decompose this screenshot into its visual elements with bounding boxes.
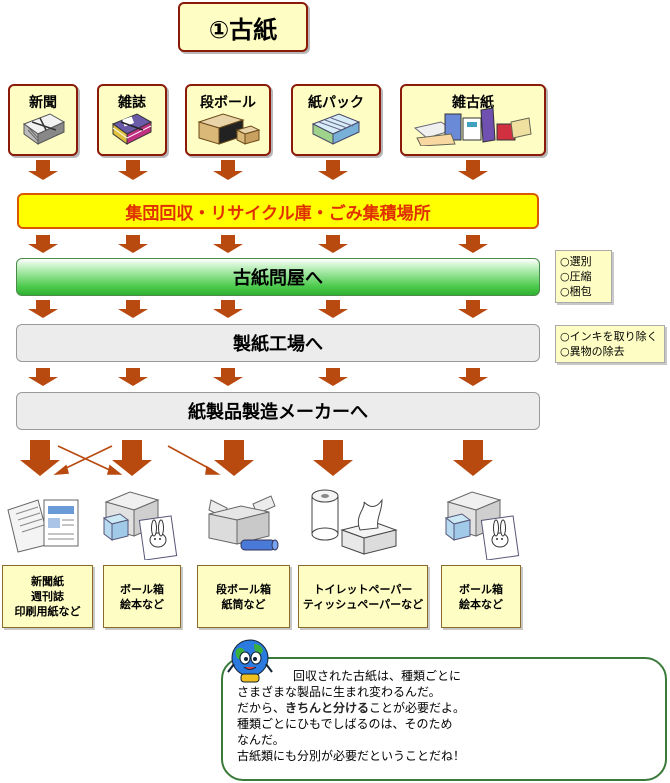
product-box-board-box: ボール箱 絵本など	[103, 565, 181, 628]
category-mixed-paper: 雑古紙	[400, 84, 546, 156]
newspaper-stack-icon	[20, 108, 66, 150]
note-line: ○インキを取り除く	[560, 330, 658, 343]
newspaper-icon	[4, 490, 84, 556]
milk-carton-stack-icon	[309, 108, 363, 150]
message-line: 種類ごとにひもでしばるのは、そのため	[237, 717, 453, 731]
product-line: 絵本など	[120, 597, 164, 611]
arrow-down	[313, 440, 353, 476]
product-line: 絵本など	[459, 597, 503, 611]
paper-wholesaler-bar: 古紙問屋へ	[16, 258, 540, 296]
category-newspaper: 新聞	[8, 84, 78, 156]
category-label: 新聞	[29, 95, 57, 111]
arrow-down	[458, 235, 488, 253]
product-line: 印刷用紙など	[14, 605, 81, 618]
cardboard-box-icon	[193, 108, 263, 150]
message-segment: ことが必要だよ。	[369, 701, 466, 715]
product-line: ボール箱	[120, 582, 164, 596]
arrow-down	[213, 235, 243, 253]
arrow-down	[318, 160, 348, 180]
arrow-down	[112, 440, 152, 476]
paper-product-maker-bar: 紙製品製造メーカーへ	[16, 392, 540, 430]
arrow-down	[28, 368, 58, 386]
category-label: 紙パック	[308, 95, 364, 111]
product-line: ボール箱	[459, 582, 503, 596]
product-box-toilet-paper: トイレットペーパー ティッシュペーパーなど	[298, 565, 428, 628]
arrow-down	[28, 235, 58, 253]
product-line: トイレットペーパー	[313, 582, 413, 596]
earth-mascot-icon	[226, 636, 274, 686]
collection-points-bar: 集団回収・リサイクル庫・ごみ集積場所	[17, 193, 539, 229]
message-line: 古紙類にも分別が必要だということだね！	[237, 749, 466, 763]
arrow-down	[213, 368, 243, 386]
magazine-bundle-icon	[109, 108, 155, 150]
category-label: 雑古紙	[452, 95, 494, 111]
message-line: さまざまな製品に生まれ変わるんだ。	[237, 685, 441, 699]
box-and-picture-book-icon	[100, 488, 182, 561]
message-line: 回収された古紙は、種類ごとに	[293, 669, 462, 683]
product-line: 週刊誌	[31, 590, 64, 603]
note-line: ○梱包	[560, 285, 592, 298]
arrow-down	[118, 300, 148, 318]
arrow-down	[453, 440, 493, 476]
arrow-down	[318, 368, 348, 386]
note-line: ○異物の除去	[560, 345, 625, 358]
category-paper-pack: 紙パック	[291, 84, 381, 156]
category-magazine: 雑誌	[97, 84, 167, 156]
arrow-down	[28, 160, 58, 180]
arrow-down	[118, 368, 148, 386]
arrow-down	[458, 160, 488, 180]
arrow-down	[20, 440, 60, 476]
paper-mill-bar: 製紙工場へ	[16, 324, 540, 362]
product-line: 新聞紙	[31, 575, 64, 588]
toilet-paper-and-tissue-icon	[304, 486, 400, 558]
arrow-down	[458, 300, 488, 318]
product-line: 紙筒など	[221, 597, 266, 611]
cross-arrow	[61, 445, 113, 471]
cardboard-box-and-tube-icon	[205, 492, 281, 558]
mixed-paper-icon	[411, 104, 535, 150]
speech-bubble	[221, 657, 667, 781]
arrow-down	[118, 160, 148, 180]
message-emphasis: きちんと分ける	[285, 701, 370, 715]
box-and-picture-book-icon	[442, 488, 524, 561]
note-line: ○圧縮	[560, 270, 592, 283]
message-segment: だから、	[237, 701, 286, 715]
arrow-down	[214, 440, 254, 476]
message-line: なんだ。	[237, 733, 285, 747]
message-text: 回収された古紙は、種類ごとに さまざまな製品に生まれ変わるんだ。 だから、きちん…	[237, 668, 657, 764]
arrow-down	[213, 300, 243, 318]
arrow-down	[213, 160, 243, 180]
product-box-newspaper: 新聞紙 週刊誌 印刷用紙など	[2, 565, 93, 628]
product-line: ティッシュペーパーなど	[302, 597, 424, 611]
cross-arrow	[167, 445, 213, 471]
category-label: 雑誌	[118, 95, 146, 111]
product-box-board-box-2: ボール箱 絵本など	[441, 565, 521, 628]
arrow-down	[28, 300, 58, 318]
paper-mill-process-note: ○インキを取り除く ○異物の除去	[555, 325, 665, 363]
arrow-down	[318, 300, 348, 318]
product-line: 段ボール箱	[216, 582, 271, 596]
wholesaler-process-note: ○選別 ○圧縮 ○梱包	[555, 250, 612, 303]
category-label: 段ボール	[200, 95, 256, 111]
message-line: だから、きちんと分けることが必要だよ。	[237, 700, 657, 716]
product-box-cardboard: 段ボール箱 紙筒など	[197, 565, 290, 628]
arrow-down	[318, 235, 348, 253]
page-title: ①古紙	[178, 2, 308, 52]
note-line: ○選別	[560, 255, 592, 268]
arrow-down	[458, 368, 488, 386]
category-cardboard: 段ボール	[185, 84, 271, 156]
arrow-down	[118, 235, 148, 253]
